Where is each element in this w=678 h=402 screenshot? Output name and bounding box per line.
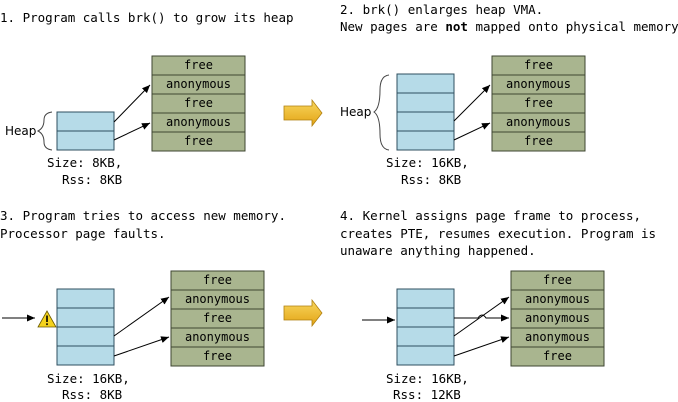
caption-emphasis: not xyxy=(445,19,468,34)
frame-label: anonymous xyxy=(185,292,250,306)
frame-label: free xyxy=(203,273,232,287)
physical-frames: free anonymous free anonymous free xyxy=(491,55,586,152)
mapping-arrow xyxy=(453,84,491,122)
heap-brace xyxy=(373,74,390,151)
rss-label: Rss: 8KB xyxy=(401,172,461,187)
mapping-arrow xyxy=(453,122,491,141)
frame-label: anonymous xyxy=(525,311,590,325)
frame-label: anonymous xyxy=(506,77,571,91)
caption-part: New pages are xyxy=(340,19,445,34)
step-3-caption-line-2: Processor page faults. xyxy=(0,226,166,241)
frame-label: free xyxy=(543,349,572,363)
frame-label: anonymous xyxy=(506,115,571,129)
new-mapping-arrow xyxy=(454,314,509,322)
rss-label: Rss: 12KB xyxy=(393,387,461,402)
heap-brace xyxy=(36,111,53,151)
mapping-arrow xyxy=(113,122,151,141)
step-1: 1. Program calls brk() to grow its heap … xyxy=(0,10,294,187)
frame-label: free xyxy=(184,96,213,110)
warning-icon xyxy=(37,310,57,328)
mapping-arrow xyxy=(453,296,510,337)
heap-label: Heap xyxy=(340,105,371,119)
size-label: Size: 8KB, xyxy=(47,155,122,170)
frame-label: free xyxy=(524,58,553,72)
rss-label: Rss: 8KB xyxy=(62,172,122,187)
rss-label: Rss: 8KB xyxy=(62,387,122,402)
frame-label: anonymous xyxy=(525,330,590,344)
step-3: 3. Program tries to access new memory. P… xyxy=(0,208,286,402)
size-label: Size: 16KB, xyxy=(386,371,469,386)
mapping-arrow xyxy=(113,296,170,337)
step-3-caption-line-1: 3. Program tries to access new memory. xyxy=(0,208,286,223)
frame-label: anonymous xyxy=(166,115,231,129)
heap-label: Heap xyxy=(5,124,36,138)
step-4-caption-line-1: 4. Kernel assigns page frame to process, xyxy=(340,208,641,223)
frame-label: anonymous xyxy=(185,330,250,344)
frame-label: free xyxy=(543,273,572,287)
step-1-caption-line-1: 1. Program calls brk() to grow its heap xyxy=(0,10,294,25)
transition-arrow xyxy=(283,298,323,328)
frame-label: anonymous xyxy=(166,77,231,91)
frame-label: free xyxy=(203,311,232,325)
heap-vma xyxy=(56,111,115,151)
heap-vma xyxy=(396,288,455,366)
size-label: Size: 16KB, xyxy=(386,155,469,170)
size-label: Size: 16KB, xyxy=(47,371,130,386)
step-4: 4. Kernel assigns page frame to process,… xyxy=(340,208,656,402)
frame-label: free xyxy=(184,134,213,148)
physical-frames: free anonymous free anonymous free xyxy=(151,55,246,152)
mapping-arrow xyxy=(453,336,510,357)
step-2-caption-line-2: New pages are not mapped onto physical m… xyxy=(340,19,678,34)
frame-label: free xyxy=(524,96,553,110)
mapping-arrow xyxy=(113,336,170,357)
frame-label: free xyxy=(184,58,213,72)
step-4-caption-line-3: unaware anything happened. xyxy=(340,243,536,258)
mapping-arrow xyxy=(113,84,151,123)
step-4-caption-line-2: creates PTE, resumes execution. Program … xyxy=(340,226,656,241)
physical-frames: free anonymous free anonymous free xyxy=(170,270,265,367)
heap-vma xyxy=(56,288,115,366)
step-2-caption-line-1: 2. brk() enlarges heap VMA. xyxy=(340,2,543,17)
frame-label: free xyxy=(524,134,553,148)
frame-label: free xyxy=(203,349,232,363)
physical-frames: free anonymous anonymous anonymous free xyxy=(510,270,605,367)
caption-part: mapped onto physical memory. xyxy=(468,19,678,34)
heap-vma xyxy=(396,73,455,151)
transition-arrow xyxy=(283,98,323,128)
step-2: 2. brk() enlarges heap VMA. New pages ar… xyxy=(340,2,678,187)
frame-label: anonymous xyxy=(525,292,590,306)
